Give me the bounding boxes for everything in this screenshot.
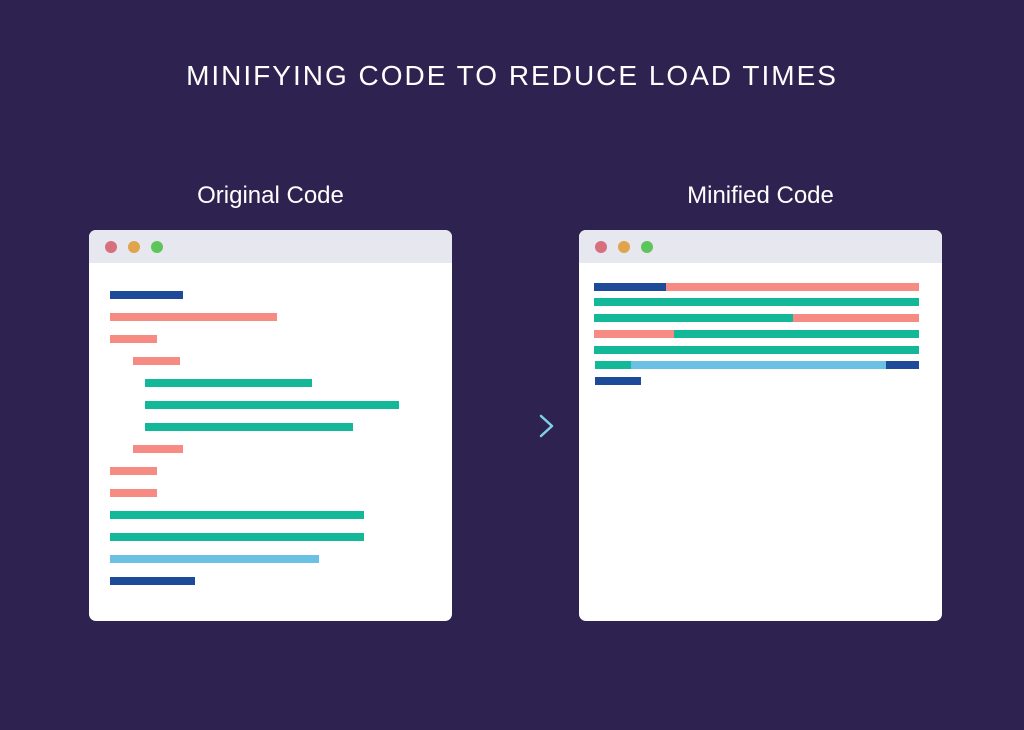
code-line: [110, 489, 157, 497]
code-line: [133, 445, 183, 453]
code-line: [110, 555, 319, 563]
minimize-dot-icon: [128, 241, 140, 253]
code-segment: [594, 346, 919, 354]
code-line: [110, 467, 157, 475]
code-segment: [594, 283, 666, 291]
code-line: [110, 577, 195, 585]
minified-code-area: [579, 263, 942, 621]
code-line: [133, 357, 180, 365]
original-code-label: Original Code: [197, 182, 344, 209]
code-line: [110, 533, 364, 541]
code-line: [110, 313, 277, 321]
code-line: [110, 335, 157, 343]
close-dot-icon: [595, 241, 607, 253]
maximize-dot-icon: [151, 241, 163, 253]
close-dot-icon: [105, 241, 117, 253]
maximize-dot-icon: [641, 241, 653, 253]
code-segment: [666, 283, 919, 291]
code-line: [110, 511, 364, 519]
code-line: [145, 423, 353, 431]
minified-code-label: Minified Code: [687, 182, 834, 209]
code-segment: [594, 314, 793, 322]
code-segment: [595, 377, 641, 385]
code-segment: [674, 330, 919, 338]
code-segment: [793, 314, 919, 322]
code-line: [145, 401, 399, 409]
code-segment: [594, 298, 919, 306]
minimize-dot-icon: [618, 241, 630, 253]
diagram-title: MINIFYING CODE TO REDUCE LOAD TIMES: [186, 60, 838, 91]
code-line: [110, 291, 183, 299]
code-segment: [886, 361, 919, 369]
original-code-area: [89, 263, 452, 621]
code-segment: [631, 361, 886, 369]
original-window-titlebar: [89, 230, 452, 263]
code-line: [145, 379, 312, 387]
code-segment: [594, 330, 674, 338]
minified-code-window: [579, 230, 942, 621]
code-segment: [595, 361, 631, 369]
right-arrow-icon: [471, 414, 554, 438]
minified-window-titlebar: [579, 230, 942, 263]
original-code-window: [89, 230, 452, 621]
